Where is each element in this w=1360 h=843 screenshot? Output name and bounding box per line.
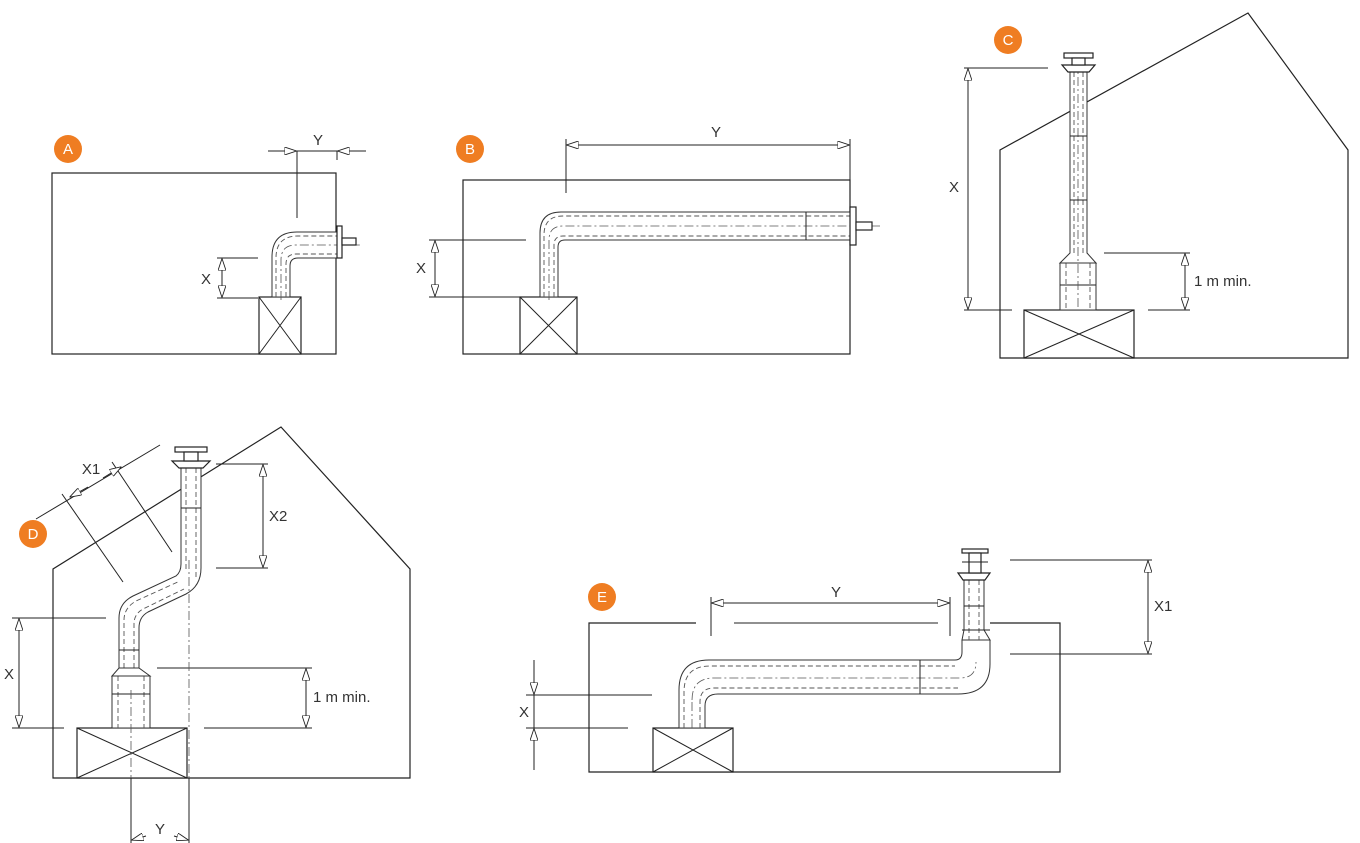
diagram-e: Y X1 X E — [519, 548, 1172, 773]
diagram-d-x2-label: X2 — [269, 508, 287, 525]
svg-text:E: E — [597, 589, 607, 606]
diagram-d-dimension-min: 1 m min. — [157, 667, 371, 729]
svg-text:D: D — [28, 526, 39, 543]
diagram-d-y-label: Y — [155, 821, 165, 838]
svg-text:A: A — [63, 141, 73, 158]
diagram-e-x-label: X — [519, 704, 529, 721]
diagram-d-dimension-x2: X2 — [216, 463, 287, 569]
diagram-d-dimension-x1: X1 — [35, 444, 173, 583]
diagram-d-dimension-y: Y — [131, 560, 189, 843]
diagram-e-y-label: Y — [831, 584, 841, 601]
diagram-b-flue-pipe — [539, 206, 880, 300]
diagram-c-badge: C — [994, 26, 1022, 54]
diagram-a-y-label: Y — [313, 132, 323, 149]
diagram-c-stove — [1023, 309, 1135, 359]
diagram-d-x-label: X — [4, 666, 14, 683]
svg-text:C: C — [1003, 32, 1014, 49]
diagram-e-stove — [652, 727, 734, 773]
diagram-b-dimension-y: Y — [565, 124, 851, 205]
diagram-d-stove — [76, 727, 188, 779]
diagram-b-x-label: X — [416, 260, 426, 277]
diagram-a-badge: A — [54, 135, 82, 163]
diagram-e-dimension-x1: X1 — [1010, 559, 1172, 655]
diagram-d-badge: D — [19, 520, 47, 548]
diagram-d-dimension-x: X — [4, 617, 106, 729]
diagram-c-dimension-min: 1 m min. — [1104, 252, 1252, 311]
diagram-b-y-label: Y — [711, 124, 721, 141]
diagram-d-min-label: 1 m min. — [313, 689, 371, 706]
diagram-d-x1-label: X1 — [82, 461, 100, 478]
svg-text:B: B — [465, 141, 475, 158]
diagram-e-dimension-x: X — [519, 660, 652, 770]
diagram-b-dimension-x: X — [416, 239, 534, 298]
diagram-e-x1-label: X1 — [1154, 598, 1172, 615]
diagram-a-flue-pipe — [271, 225, 360, 300]
diagram-a: Y X A — [51, 132, 366, 355]
diagram-e-dimension-y: Y — [710, 584, 951, 636]
diagram-e-flue-pipe — [678, 548, 992, 729]
diagram-e-badge: E — [588, 583, 616, 611]
diagram-c-min-label: 1 m min. — [1194, 273, 1252, 290]
diagram-c-dimension-x: X — [949, 67, 1048, 311]
diagram-b-stove — [519, 296, 578, 355]
diagram-c-house-outline — [999, 12, 1349, 359]
diagram-a-x-label: X — [201, 271, 211, 288]
diagram-a-stove — [258, 296, 302, 355]
diagram-c-flue-pipe — [1058, 52, 1098, 308]
diagram-a-dimension-y: Y — [268, 132, 366, 218]
diagram-b: Y X B — [416, 124, 880, 355]
diagram-c-x-label: X — [949, 179, 959, 196]
diagram-a-dimension-x: X — [201, 257, 258, 299]
diagram-b-badge: B — [456, 135, 484, 163]
diagram-d-house-outline — [52, 426, 411, 779]
diagram-c: X 1 m min. C — [949, 12, 1349, 359]
diagram-d: X1 X2 X 1 m min. — [4, 426, 411, 843]
diagram-d-flue-pipe — [110, 446, 212, 677]
